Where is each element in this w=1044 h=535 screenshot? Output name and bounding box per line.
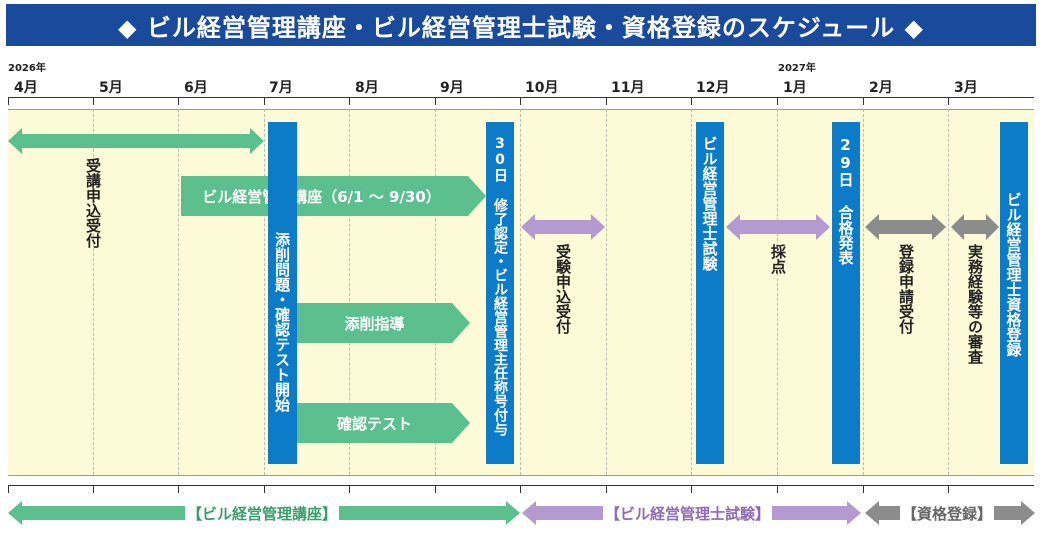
month-divider: [863, 109, 864, 475]
timeline-axis: [8, 97, 1034, 98]
correction-guidance-label: 添削指導: [344, 314, 405, 333]
correction-guidance-arrow: 添削指導: [297, 303, 470, 343]
exam-label: ビル経営管理士試験: [700, 136, 719, 271]
month-label: 8月: [355, 80, 379, 96]
month-label: 11月: [611, 80, 645, 96]
page-title: ◆ ビル経営管理講座・ビル経営管理士試験・資格登録のスケジュール ◆: [6, 4, 1036, 46]
exam-bar: ビル経営管理士試験: [696, 122, 724, 464]
axis-tick: [520, 97, 521, 105]
year-label-2026: 2026年: [8, 63, 46, 74]
axis-tick: [178, 485, 179, 493]
exam-application-label: 受験申込受付: [554, 244, 572, 334]
month-divider: [777, 109, 778, 475]
axis-tick: [606, 97, 607, 105]
month-label: 10月: [525, 80, 559, 96]
year-label-2027: 2027年: [778, 63, 816, 74]
exam-application-arrow: [521, 214, 605, 240]
pass-announcement-label: 29日 合格発表: [836, 136, 855, 265]
month-label: 9月: [440, 80, 464, 96]
correction-start-bar: 添削問題・確認テスト開始: [268, 122, 297, 464]
axis-tick: [264, 97, 265, 105]
month-divider: [948, 109, 949, 475]
axis-tick: [520, 485, 521, 493]
course-phase-label: 【ビル経営管理講座】: [185, 500, 340, 526]
axis-tick: [8, 485, 9, 493]
axis-tick: [349, 97, 350, 105]
correction-start-label: 添削問題・確認テスト開始: [273, 232, 291, 412]
month-label: 7月: [269, 80, 293, 96]
axis-tick: [606, 485, 607, 493]
month-label: 6月: [184, 80, 208, 96]
axis-tick: [264, 485, 265, 493]
exam-phase-label: 【ビル経営管理士試験】: [603, 500, 773, 526]
month-divider: [349, 109, 350, 475]
axis-tick: [948, 485, 949, 493]
course-period-arrow: ビル経営管理講座（6/1 ～ 9/30）: [181, 176, 486, 216]
course-application-arrow: [8, 128, 264, 154]
pass-announcement-bar: 29日 合格発表: [832, 122, 860, 464]
experience-review-label: 実務経験等の審査: [966, 244, 984, 364]
axis-tick: [435, 97, 436, 105]
grading-arrow: [726, 214, 830, 240]
axis-tick: [948, 97, 949, 105]
axis-tick: [93, 97, 94, 105]
month-divider: [264, 109, 265, 475]
registration-application-label: 登録申請受付: [897, 244, 915, 334]
axis-tick: [349, 485, 350, 493]
confirmation-test-label: 確認テスト: [336, 414, 412, 433]
axis-tick: [863, 97, 864, 105]
axis-tick: [691, 485, 692, 493]
axis-tick: [8, 97, 9, 105]
axis-tick: [777, 97, 778, 105]
panel-bottom-border: [8, 475, 1034, 476]
month-divider: [606, 109, 607, 475]
month-label: 4月: [14, 80, 38, 96]
axis-tick: [863, 485, 864, 493]
schedule-background: [8, 109, 1034, 475]
axis-tick: [691, 97, 692, 105]
axis-tick: [178, 97, 179, 105]
grading-label: 採点: [769, 244, 787, 274]
course-period-label: ビル経営管理講座（6/1 ～ 9/30）: [202, 187, 441, 206]
axis-tick: [435, 485, 436, 493]
month-divider: [520, 109, 521, 475]
month-label: 1月: [783, 80, 807, 96]
completion-bar: 30日 修了認定・ビル経営管理主任称号付与: [486, 122, 514, 464]
registration-application-arrow: [865, 214, 946, 240]
registration-phase-label: 【資格登録】: [900, 500, 995, 526]
month-label: 3月: [954, 80, 978, 96]
qualification-registration-bar: ビル経営管理士資格登録: [1000, 122, 1028, 464]
month-divider: [691, 109, 692, 475]
bottom-axis: [8, 485, 1034, 486]
month-divider: [178, 109, 179, 475]
experience-review-arrow: [951, 214, 999, 240]
axis-tick: [93, 485, 94, 493]
month-label: 12月: [696, 80, 730, 96]
qualification-registration-label: ビル経営管理士資格登録: [1004, 192, 1023, 357]
month-label: 5月: [99, 80, 123, 96]
panel-top-border: [8, 109, 1034, 110]
axis-tick: [777, 485, 778, 493]
completion-label: 30日 修了認定・ビル経営管理主任称号付与: [492, 136, 508, 436]
month-divider: [435, 109, 436, 475]
month-divider: [93, 109, 94, 475]
confirmation-test-arrow: 確認テスト: [297, 403, 470, 443]
month-label: 2月: [869, 80, 893, 96]
course-application-label: 受講申込受付: [84, 158, 102, 248]
